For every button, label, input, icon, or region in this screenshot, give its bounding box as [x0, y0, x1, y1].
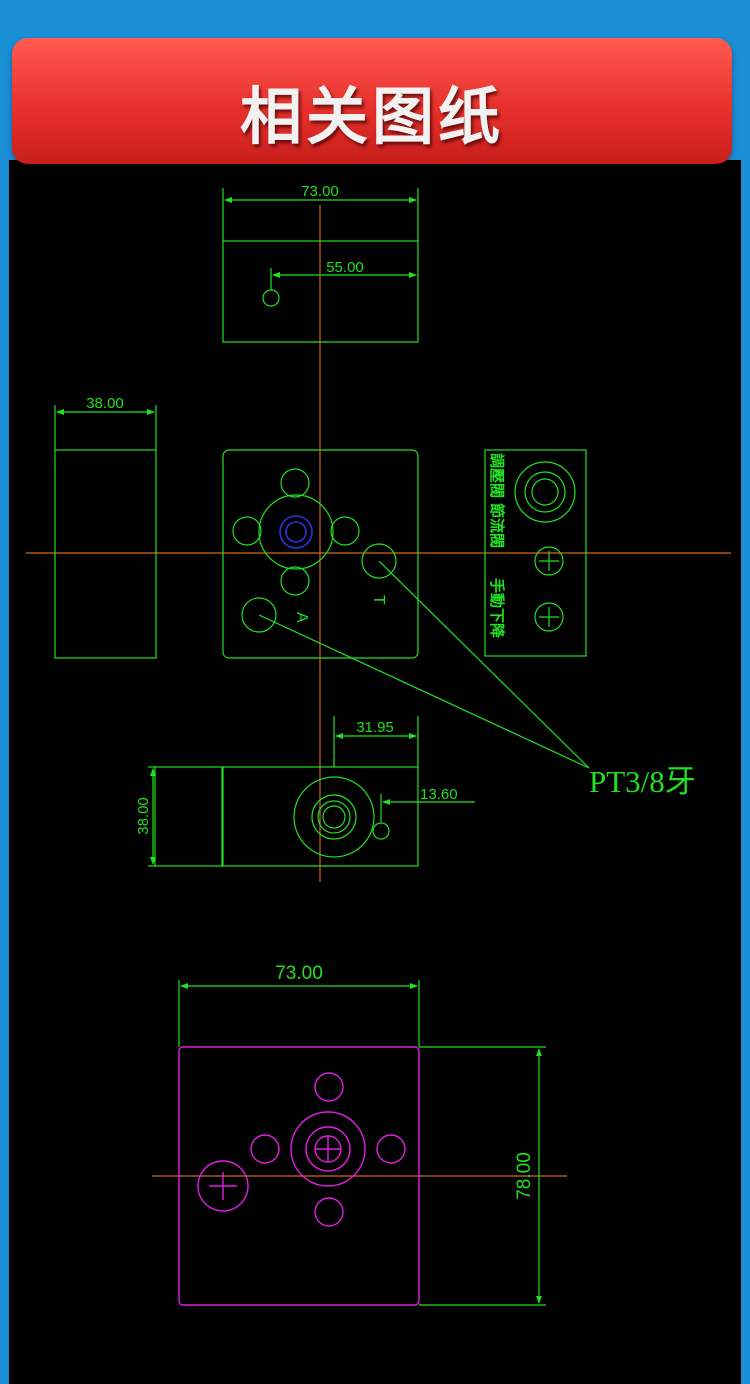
cad-drawing: 73.00 55.00 38.00 A T: [26, 183, 731, 1306]
left-view: [54, 405, 157, 659]
lower-view-port-outer: [293, 776, 375, 858]
side-screw-2: [534, 602, 564, 632]
port-t-label: T: [370, 595, 387, 605]
title-banner: 相关图纸: [12, 38, 732, 164]
top-hole-dim: 55.00: [326, 259, 364, 276]
front-hole-right: [330, 516, 360, 546]
banner-title: 相关图纸: [239, 80, 504, 153]
bottom-hole-right: [376, 1134, 406, 1164]
top-view-outline: [222, 240, 419, 343]
left-view-outline: [54, 449, 157, 659]
bottom-view-dims: [178, 980, 546, 1306]
side-port-outer: [514, 461, 576, 523]
front-view: [222, 449, 590, 769]
side-label-2: 節流閥: [488, 503, 506, 548]
left-width-dim: 38.00: [86, 395, 124, 412]
side-panel: [484, 449, 587, 657]
side-screw-1: [534, 546, 564, 576]
bottom-side-port: [197, 1160, 249, 1212]
port-a-hole: [241, 597, 277, 633]
front-hole-top: [280, 468, 310, 498]
front-hole-center-outer: [258, 494, 334, 570]
bottom-hole-bottom: [314, 1197, 344, 1227]
bottom-center-port-outer: [290, 1111, 366, 1187]
top-view-hole: [262, 289, 280, 307]
bottom-hole-left: [250, 1134, 280, 1164]
lower-view-main-block: [222, 766, 419, 867]
leader-t: [378, 560, 590, 769]
lower-height-dim: 38.00: [135, 797, 152, 835]
bottom-height-dim: 78.00: [514, 1152, 535, 1200]
lower-view-small-hole: [372, 822, 390, 840]
port-t-hole: [361, 543, 397, 579]
side-label-3: 手動下降: [488, 578, 506, 639]
bottom-hole-top: [314, 1072, 344, 1102]
thread-callout: PT3/8牙: [589, 764, 696, 799]
side-label-1: 調壓閥: [488, 453, 506, 498]
lower-view: [148, 716, 475, 867]
top-view: [222, 188, 419, 343]
bottom-view: [178, 1046, 420, 1306]
front-center-port: [279, 515, 313, 549]
top-width-dim: 73.00: [301, 183, 339, 200]
small-hole-dim: 13.60: [420, 786, 458, 803]
lower-view-left-block: [154, 766, 223, 867]
side-panel-outline: [484, 449, 587, 657]
port-a-label: A: [293, 612, 310, 623]
bottom-view-outline: [178, 1046, 420, 1306]
front-hole-bottom: [280, 566, 310, 596]
center-lines: [26, 205, 731, 1177]
leader-a: [258, 614, 590, 769]
cad-drawing-canvas: 73.00 55.00 38.00 A T: [9, 160, 741, 1384]
offset-dim: 31.95: [356, 719, 394, 736]
front-view-outline: [222, 449, 419, 659]
bottom-width-dim: 73.00: [275, 963, 323, 984]
front-hole-left: [232, 516, 262, 546]
